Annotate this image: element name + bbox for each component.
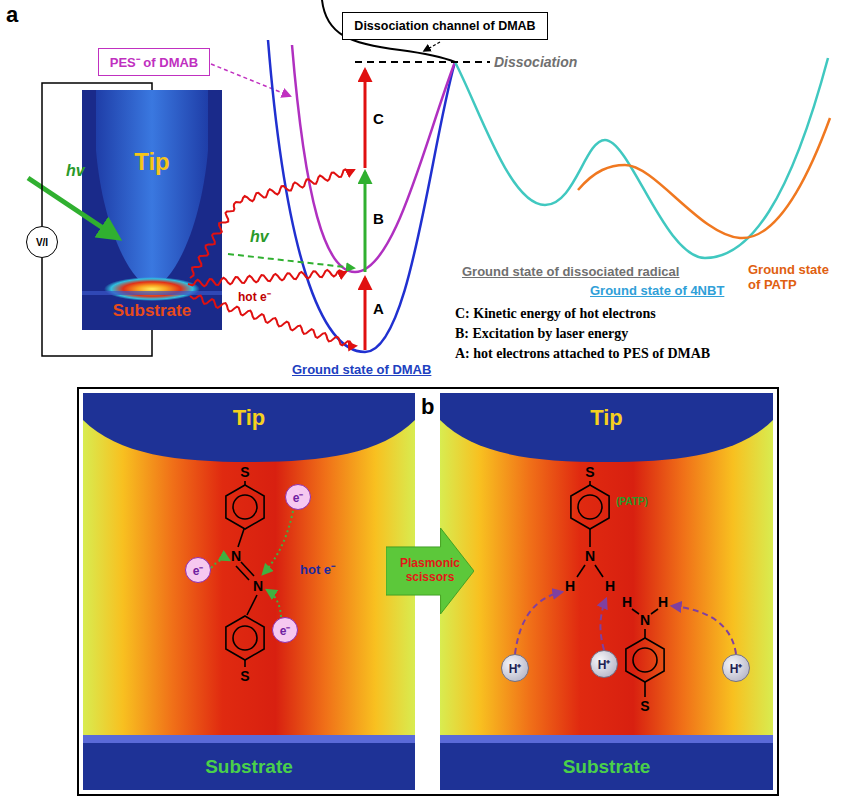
atom-label: N <box>585 548 595 564</box>
node-text: H⁺ <box>598 656 611 673</box>
atom-label: H <box>605 578 615 594</box>
dissociation-channel-box: Dissociation channel of DMAB <box>342 12 548 40</box>
atom-label: S <box>240 464 249 480</box>
node-text: H⁺ <box>730 660 743 677</box>
dissociation-label: Dissociation <box>494 54 577 70</box>
atom-label: S <box>640 698 649 714</box>
key-note: B: Excitation by laser energy <box>455 326 628 342</box>
step-letter: A <box>373 300 384 317</box>
substrate: Substrate <box>82 291 222 330</box>
node-text: Substrate <box>563 756 651 778</box>
atom-label: N <box>231 548 241 564</box>
proton: H⁺ <box>590 650 618 678</box>
atom-label: S <box>240 668 249 684</box>
step-letter: C <box>373 110 384 127</box>
node-text: e⁻ <box>293 489 304 506</box>
hot-electron-label: hot e⁻ <box>238 288 271 305</box>
node-text: Substrate <box>205 756 293 778</box>
atom-label: N <box>253 578 263 594</box>
key-note: C: Kinetic energy of hot electrons <box>455 306 656 322</box>
atom-label: N <box>640 612 650 628</box>
plasmonic-scissors-arrow: Plasmonic scissors <box>386 528 474 614</box>
panel-letter: b <box>421 394 434 420</box>
state-label: Ground state of dissociated radical <box>462 264 679 279</box>
hot-electron: e⁻ <box>185 557 211 583</box>
molecule-label: (PATP) <box>616 496 648 507</box>
node-text: e⁻ <box>193 562 204 579</box>
photon-label: hv <box>250 228 269 246</box>
atom-label: H <box>658 594 668 610</box>
node-text: e⁻ <box>280 622 291 639</box>
node-text: H⁺ <box>509 660 522 677</box>
stm-tip: Tip <box>83 393 415 455</box>
node-text: Substrate <box>113 301 191 321</box>
substrate: Substrate <box>83 735 415 790</box>
hot-electron: e⁻ <box>285 484 311 510</box>
stm-tip: Tip <box>82 90 222 290</box>
proton: H⁺ <box>722 654 750 682</box>
key-note: A: hot electrons attached to PES of DMAB <box>455 346 710 362</box>
node-text: PES⁻ of DMAB <box>110 53 199 71</box>
node-text: V/I <box>36 237 48 248</box>
atom-label: H <box>565 578 575 594</box>
atom-label: S <box>585 464 594 480</box>
node-text: Tip <box>134 148 170 176</box>
state-label: Ground state of PATP <box>748 262 836 292</box>
pes-anion-box: PES⁻ of DMAB <box>98 48 210 76</box>
node-text: Tip <box>233 405 266 431</box>
meter-circle: V/I <box>26 226 58 258</box>
panel-letter: a <box>6 2 18 28</box>
proton: H⁺ <box>501 654 529 682</box>
substrate: Substrate <box>440 735 773 790</box>
node-text: Dissociation channel of DMAB <box>354 19 535 33</box>
state-label: Ground state of 4NBT <box>590 283 724 298</box>
node-text: Plasmonic scissors <box>394 557 466 585</box>
node-text: Tip <box>590 405 623 431</box>
hot-electron-label: hot e⁻ <box>300 560 335 578</box>
step-letter: B <box>373 210 384 227</box>
state-label: Ground state of DMAB <box>292 362 431 377</box>
stm-tip: Tip <box>440 393 773 455</box>
photon-label: hv <box>66 162 85 180</box>
hot-electron: e⁻ <box>272 617 298 643</box>
atom-label: H <box>622 594 632 610</box>
